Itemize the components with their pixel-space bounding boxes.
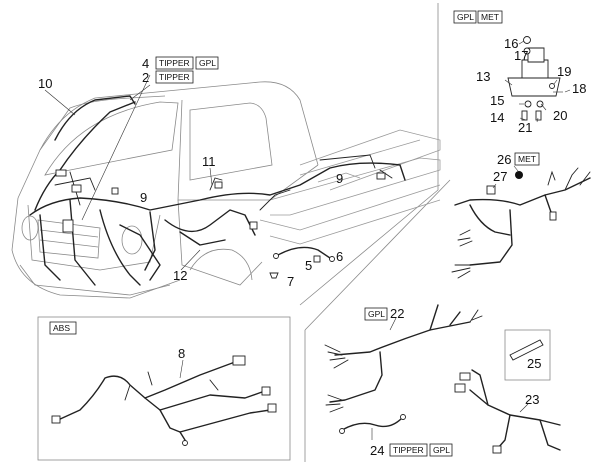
truck-cab-outline xyxy=(11,81,319,299)
harness-26 xyxy=(451,165,591,279)
chassis-frame-outline xyxy=(259,129,441,245)
label-part-13: 13 xyxy=(476,69,490,84)
label-part-20: 20 xyxy=(553,108,567,123)
label-part-9b: 9 xyxy=(336,171,343,186)
harness-23 xyxy=(454,369,561,454)
svg-text:GPL: GPL xyxy=(199,58,216,68)
tag-gpl-22: GPL xyxy=(364,307,388,321)
label-part-19: 19 xyxy=(557,64,571,79)
harness-22 xyxy=(324,304,483,413)
label-part-15: 15 xyxy=(490,93,504,108)
tag-abs: ABS xyxy=(49,321,77,335)
label-part-4: 4 xyxy=(142,56,149,71)
cab-main-harness xyxy=(29,95,406,286)
label-part-24: 24 xyxy=(370,443,384,458)
svg-text:MET: MET xyxy=(481,12,499,22)
tag-gpl-24: GPL xyxy=(429,443,453,457)
tag-met-26: MET xyxy=(514,152,540,166)
label-part-21: 21 xyxy=(518,120,532,135)
tag-met-bracket: MET xyxy=(477,10,503,24)
part-25 xyxy=(504,329,551,381)
tag-tipper-4: TIPPER xyxy=(155,56,194,70)
label-part-25: 25 xyxy=(527,356,541,371)
label-part-2: 2 xyxy=(142,70,149,85)
svg-text:GPL: GPL xyxy=(457,12,474,22)
harness-8 xyxy=(51,355,277,446)
label-part-27: 27 xyxy=(493,169,507,184)
label-part-11: 11 xyxy=(202,154,216,169)
label-part-6: 6 xyxy=(336,249,343,264)
section-dividers xyxy=(37,3,451,462)
svg-text:TIPPER: TIPPER xyxy=(159,72,190,82)
label-part-17: 17 xyxy=(514,48,528,63)
tag-gpl-4: GPL xyxy=(195,56,219,70)
svg-text:GPL: GPL xyxy=(368,309,385,319)
tag-tipper-24: TIPPER xyxy=(389,443,428,457)
abs-section-frame xyxy=(37,316,291,461)
tag-tipper-2: TIPPER xyxy=(155,70,194,84)
label-part-7: 7 xyxy=(287,274,294,289)
part-labels: 4 2 10 11 9 9 12 5 6 7 16 17 13 19 18 15… xyxy=(38,36,586,458)
svg-text:GPL: GPL xyxy=(433,445,450,455)
label-part-8: 8 xyxy=(178,346,185,361)
svg-text:ABS: ABS xyxy=(53,323,70,333)
label-part-14: 14 xyxy=(490,110,504,125)
label-part-23: 23 xyxy=(525,392,539,407)
harness-24 xyxy=(339,414,406,440)
label-part-18: 18 xyxy=(572,81,586,96)
svg-text:TIPPER: TIPPER xyxy=(393,445,424,455)
tag-gpl-bracket: GPL xyxy=(453,10,477,24)
svg-text:TIPPER: TIPPER xyxy=(159,58,190,68)
label-part-10: 10 xyxy=(38,76,52,91)
label-part-22: 22 xyxy=(390,306,404,321)
label-part-16: 16 xyxy=(504,36,518,51)
label-part-12: 12 xyxy=(173,268,187,283)
cab-leaders xyxy=(44,74,213,271)
label-part-9a: 9 xyxy=(140,190,147,205)
bracket-assembly xyxy=(504,36,571,123)
label-part-5: 5 xyxy=(305,258,312,273)
svg-text:MET: MET xyxy=(518,154,536,164)
label-part-26: 26 xyxy=(497,152,511,167)
